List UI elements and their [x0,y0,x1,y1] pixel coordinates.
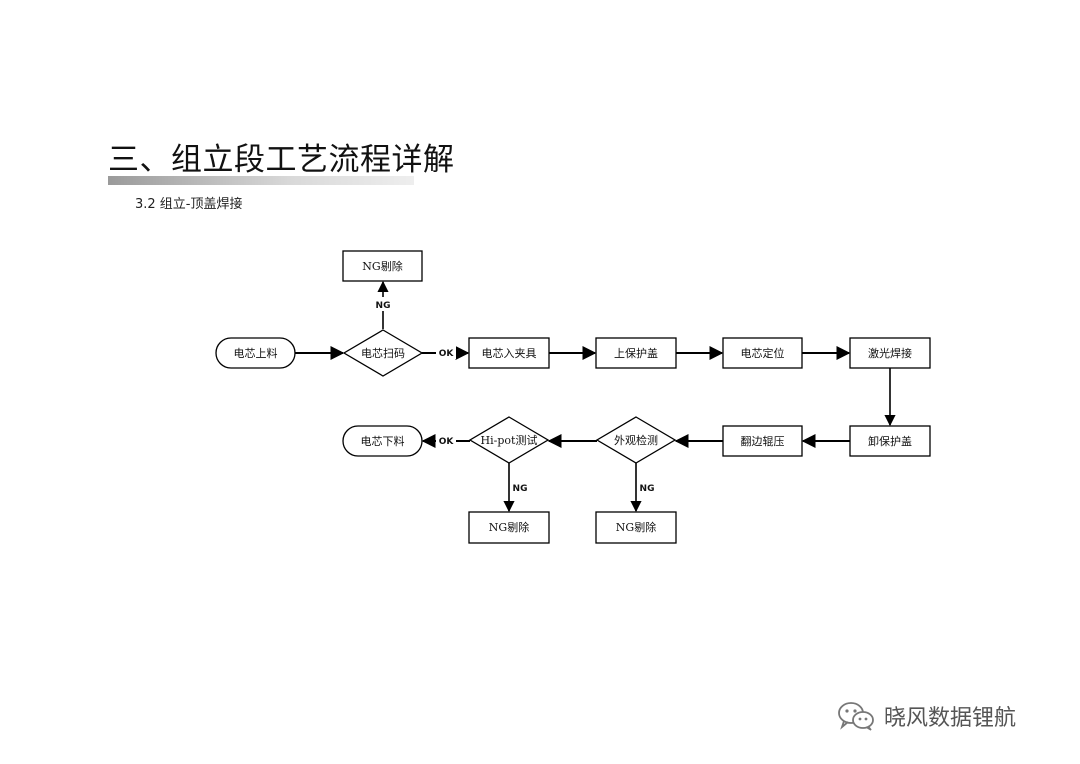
node-start: 电芯上料 [215,337,296,369]
node-ng-scan-label: NG剔除 [362,259,402,273]
wechat-icon [838,702,874,731]
node-cover-on-label: 上保护盖 [614,346,658,360]
edge-label-visual-ng: NG [640,484,655,494]
edge-label-hipot-ng: NG [513,484,528,494]
node-cover-off: 卸保护盖 [849,425,931,457]
page-title: 三、组立段工艺流程详解 [108,142,455,178]
node-fold-label: 翻边辊压 [741,434,785,448]
node-scan-decision: 电芯扫码 [342,329,424,377]
node-start-label: 电芯上料 [234,346,278,360]
node-visual-decision: 外观检测 [595,416,677,464]
node-cover-on: 上保护盖 [595,337,677,369]
node-laser: 激光焊接 [849,337,931,369]
node-ng-visual: NG剔除 [595,511,677,544]
title-underline [108,176,414,185]
node-hipot-decision: Hi-pot测试 [468,416,550,464]
node-ng-scan: NG剔除 [342,250,423,282]
node-fold: 翻边辊压 [722,425,803,457]
watermark: 晓风数据锂航 [836,700,1016,732]
watermark-text: 晓风数据锂航 [884,706,1017,731]
node-position-label: 电芯定位 [741,346,785,360]
node-laser-label: 激光焊接 [868,346,912,360]
node-position: 电芯定位 [722,337,803,369]
node-scan-label: 电芯扫码 [361,346,405,360]
edge-label-scan-ok: OK [439,349,455,359]
node-clamp: 电芯入夹具 [468,337,550,369]
node-end: 电芯下料 [342,425,423,457]
section-subtitle: 3.2 组立-顶盖焊接 [135,197,243,212]
node-hipot-label: Hi-pot测试 [481,434,538,447]
edge-label-hipot-ok: OK [439,437,455,447]
node-clamp-label: 电芯入夹具 [482,346,537,360]
node-visual-label: 外观检测 [614,433,658,447]
node-end-label: 电芯下料 [361,434,405,448]
node-ng-visual-label: NG剔除 [616,520,656,534]
node-ng-hipot-label: NG剔除 [489,520,529,534]
node-ng-hipot: NG剔除 [468,511,550,544]
edge-label-scan-ng: NG [376,301,391,311]
node-cover-off-label: 卸保护盖 [868,434,912,448]
